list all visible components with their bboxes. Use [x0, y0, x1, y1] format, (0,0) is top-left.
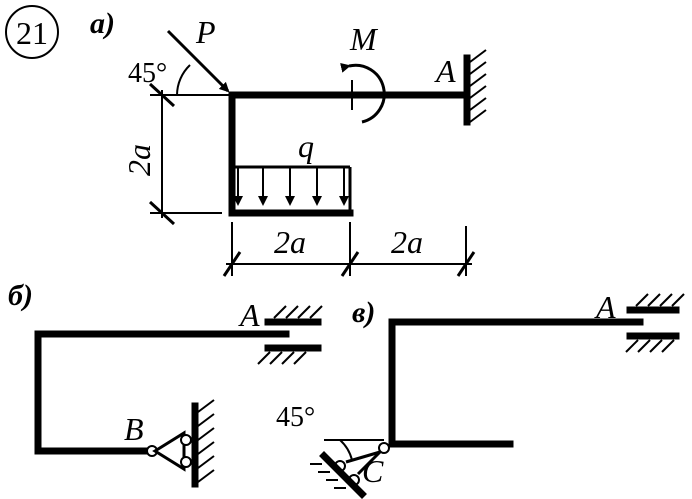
angle-45-a: 45°	[128, 58, 167, 89]
sliding-support-a-b	[257, 305, 323, 365]
problem-number: 21	[16, 15, 48, 51]
label-q: q	[298, 128, 314, 164]
panel-a-label: а)	[90, 7, 115, 40]
roller-support-b	[146, 399, 215, 488]
panel-b: б) A B	[8, 279, 323, 488]
dim-vertical-label: 2a	[121, 144, 157, 176]
label-b: B	[124, 411, 144, 447]
sliding-support-a-v	[625, 293, 685, 353]
panel-a: а) q A M	[90, 7, 487, 277]
frame-a	[228, 91, 468, 217]
panel-b-label: б)	[8, 279, 33, 312]
distributed-load-q	[232, 165, 352, 213]
label-a-v: A	[594, 289, 616, 325]
label-c: C	[362, 453, 384, 489]
panel-v: в) A	[276, 289, 685, 499]
label-a-support: A	[434, 53, 456, 89]
frame-v	[388, 318, 644, 448]
frame-b	[34, 330, 290, 455]
panel-v-label: в)	[352, 296, 375, 329]
dim-horizontal-right-label: 2a	[391, 224, 423, 260]
dimension-vertical	[148, 82, 232, 226]
inclined-roller-support-c	[310, 439, 390, 499]
label-m: M	[349, 21, 379, 57]
fixed-support-a	[463, 49, 487, 126]
problem-number-badge: 21	[5, 5, 59, 59]
dimension-horizontal	[222, 222, 476, 277]
moment-m	[340, 62, 386, 124]
label-a-b: A	[238, 297, 260, 333]
label-p: P	[195, 14, 216, 50]
angle-45-v: 45°	[276, 402, 315, 433]
dim-horizontal-left-label: 2a	[274, 224, 306, 260]
